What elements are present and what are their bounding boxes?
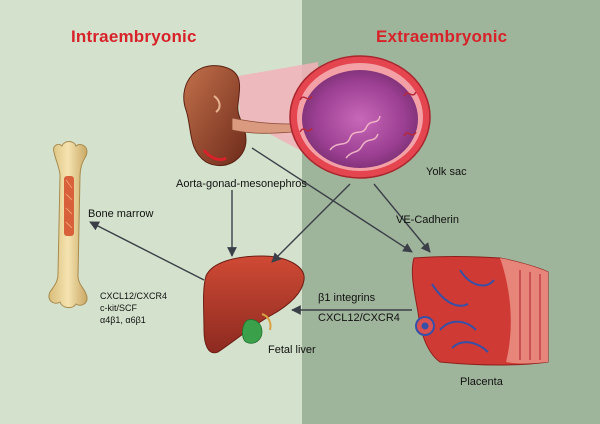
b1-integrins-label: β1 integrins (318, 292, 376, 304)
fetal-liver-label: Fetal liver (268, 344, 316, 356)
bone-icon (48, 141, 88, 309)
intraembryonic-header: Intraembryonic (71, 27, 197, 46)
bone-marrow-factor: CXCL12/CXCR4 (100, 291, 168, 301)
arrow-yolksac-to-placenta (373, 183, 431, 253)
placenta-icon (411, 256, 549, 366)
bone-marrow-factor: α4β1, α6β1 (100, 315, 146, 325)
intraembryonic-panel (0, 0, 302, 424)
ve-cadherin-label: VE-Cadherin (396, 214, 459, 226)
arrows (89, 147, 431, 315)
kidney-icon (183, 65, 293, 167)
bone-marrow-factor: c-kit/SCF (100, 303, 137, 313)
yolk-sac-label: Yolk sac (426, 166, 467, 178)
placenta-label: Placenta (460, 376, 503, 388)
extraembryonic-header: Extraembryonic (376, 27, 508, 46)
arrow-agm-to-placenta (251, 147, 413, 253)
agm-label: Aorta-gonad-mesonephros (176, 178, 307, 190)
arrow-yolksac-to-liver (271, 183, 351, 263)
liver-icon (203, 255, 305, 354)
cxcl12-cxcr4-label: CXCL12/CXCR4 (318, 312, 400, 324)
bone-marrow-label: Bone marrow (88, 208, 154, 220)
yolk-sac-icon (289, 55, 431, 179)
arrow-liver-to-bone-marrow (89, 221, 205, 281)
